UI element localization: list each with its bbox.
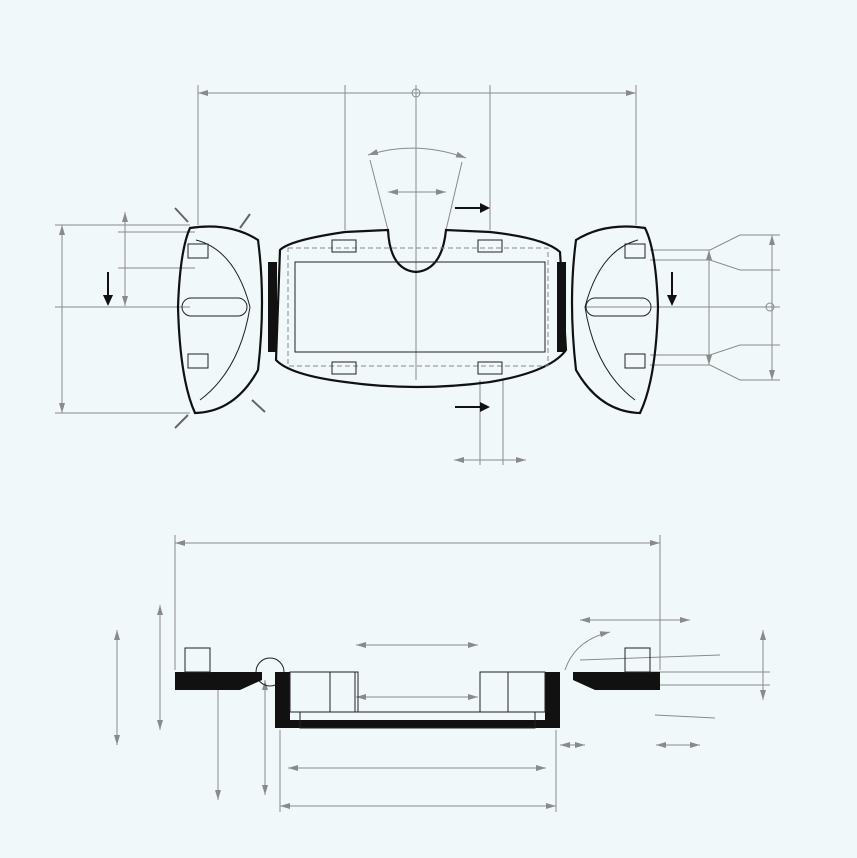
section-view: [114, 535, 770, 812]
top-view: [55, 85, 780, 465]
